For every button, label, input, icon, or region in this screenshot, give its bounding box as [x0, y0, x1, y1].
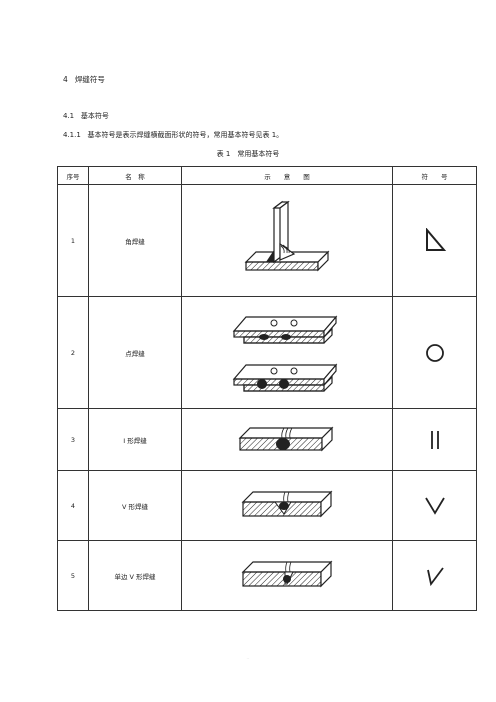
circle-symbol-icon	[425, 343, 444, 362]
i-groove-weld-figure	[238, 426, 334, 451]
header-name: 名 称	[88, 166, 182, 185]
heading-4: 4 焊缝符号	[63, 75, 105, 84]
basic-symbols-table: 序号 名 称 示 意 图 符 号 1 角焊缝	[57, 166, 477, 611]
row-symbol	[392, 408, 477, 471]
row-figure	[181, 184, 393, 297]
table-row: 1 角焊缝	[57, 184, 477, 297]
row-figure	[181, 296, 393, 409]
row-no: 5	[57, 540, 89, 611]
v-symbol-icon	[424, 497, 445, 515]
row-name: 单边 V 形焊缝	[88, 540, 182, 611]
table-row: 4 V 形焊缝	[57, 470, 477, 541]
bevel-groove-weld-figure	[241, 560, 333, 587]
paragraph-4-1-1: 4.1.1 基本符号是表示焊缝横截面形状的符号，常用基本符号见表 1。	[63, 131, 284, 139]
table-header-row: 序号 名 称 示 意 图 符 号	[57, 166, 477, 185]
page-mark: ··	[246, 656, 250, 662]
row-symbol	[392, 470, 477, 541]
header-no: 序号	[57, 166, 89, 185]
row-name: 点焊缝	[88, 296, 182, 409]
row-no: 3	[57, 408, 89, 471]
double-bar-symbol-icon	[430, 430, 439, 449]
table-row: 3 I 形焊缝	[57, 408, 477, 471]
v-groove-weld-figure	[241, 490, 333, 517]
row-no: 2	[57, 296, 89, 409]
row-symbol	[392, 296, 477, 409]
header-symbol: 符 号	[392, 166, 477, 185]
table-row: 2 点焊缝	[57, 296, 477, 409]
table-row: 5 单边 V 形焊缝	[57, 540, 477, 611]
row-name: I 形焊缝	[88, 408, 182, 471]
row-no: 4	[57, 470, 89, 541]
row-symbol	[392, 540, 477, 611]
row-name: V 形焊缝	[88, 470, 182, 541]
row-no: 1	[57, 184, 89, 297]
fillet-symbol-icon	[425, 227, 446, 251]
row-figure	[181, 540, 393, 611]
spot-weld-figure	[232, 314, 338, 392]
bevel-symbol-icon	[426, 566, 444, 586]
section-4-1-title: 4.1 基本符号	[63, 112, 109, 120]
row-figure	[181, 470, 393, 541]
row-symbol	[392, 184, 477, 297]
row-name: 角焊缝	[88, 184, 182, 297]
fillet-weld-figure	[244, 200, 330, 271]
header-diagram: 示 意 图	[181, 166, 393, 185]
row-figure	[181, 408, 393, 471]
table-caption: 表 1 常用基本符号	[216, 150, 280, 158]
